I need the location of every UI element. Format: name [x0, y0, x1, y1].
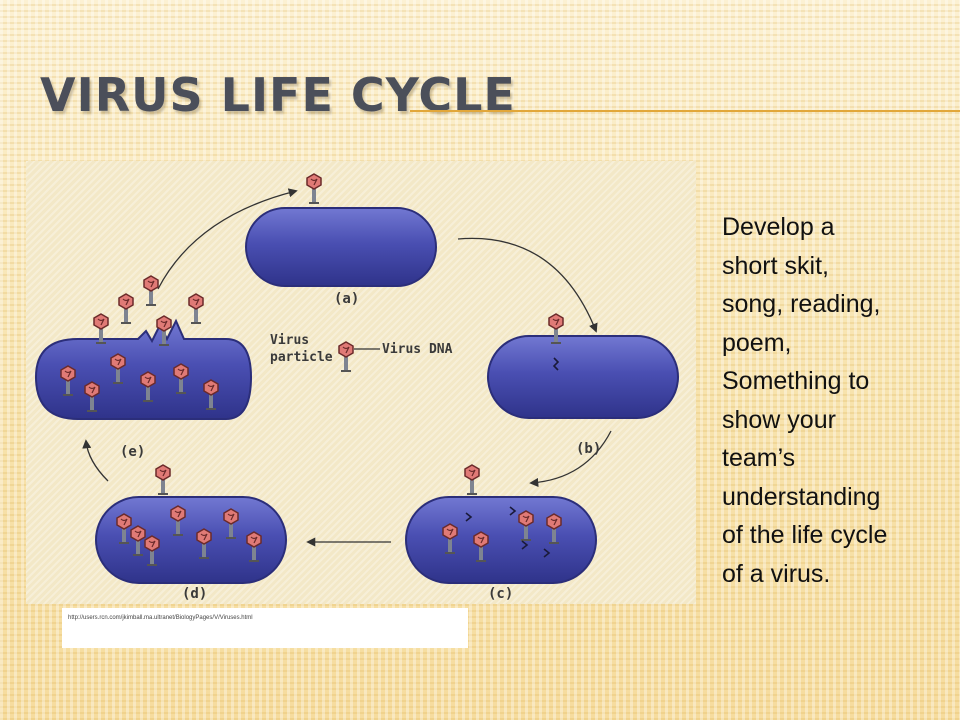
stage-label-d: (d) [182, 586, 207, 602]
instruction-line: short skit, [722, 251, 829, 280]
instruction-line: of the life cycle [722, 521, 888, 549]
virus-life-cycle-diagram: Virus particle Virus DNA (a) (b) (c) (d)… [26, 161, 696, 604]
instruction-line: of a virus. [722, 559, 831, 588]
activity-instructions: Develop a short skit, song, reading, poe… [722, 208, 954, 593]
arrow-e-to-a [157, 188, 298, 290]
legend-particle-label-2: particle [270, 350, 333, 365]
stage-label-c: (c) [488, 586, 513, 602]
cell-stage-c [405, 463, 597, 584]
stage-label-e: (e) [120, 444, 145, 460]
legend-virus-particle [337, 340, 380, 373]
stage-label-a: (a) [334, 291, 359, 307]
arrow-d-to-e [82, 439, 109, 482]
instruction-line: Develop a [722, 213, 835, 241]
instruction-line: Something to [722, 367, 870, 395]
diagram-canvas: Virus particle Virus DNA (a) (b) (c) (d)… [34, 172, 679, 602]
arrow-a-to-b [457, 237, 598, 333]
cell-stage-e [34, 274, 253, 420]
cell-stage-a [245, 172, 437, 287]
source-caption-box: http://users.rcn.com/jkimball.ma.ultrane… [62, 608, 468, 648]
cell-stage-b [487, 312, 679, 419]
slide-title: VIRUS LIFE CYCLE [40, 68, 516, 122]
legend-dna-label: Virus DNA [382, 342, 453, 357]
instruction-line: show your [722, 405, 836, 434]
instruction-line: poem, [722, 328, 792, 357]
instruction-line: song, reading, [722, 290, 881, 318]
instruction-line: understanding [722, 482, 881, 511]
source-url[interactable]: http://users.rcn.com/jkimball.ma.ultrane… [68, 615, 253, 621]
arrow-b-to-c [529, 430, 612, 488]
cell-stage-d [95, 463, 287, 584]
legend-particle-label-1: Virus [270, 333, 309, 348]
title-rule [410, 110, 960, 112]
instruction-line: team’s [722, 444, 796, 472]
stage-label-b: (b) [576, 441, 601, 457]
